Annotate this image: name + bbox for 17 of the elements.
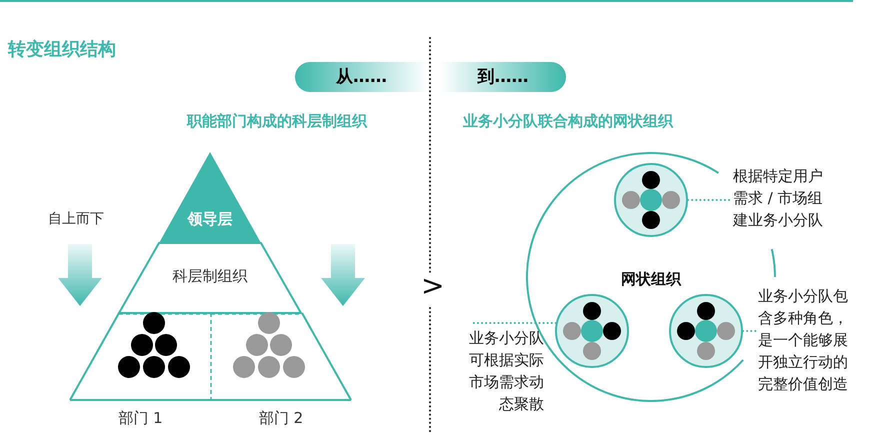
callout-text: 业务小分队可根据实际市场需求动态聚散 <box>468 327 544 415</box>
section-heading: 业务小分队联合构成的网状组织 <box>463 112 673 131</box>
comparison-sign: > <box>421 272 444 300</box>
section-heading: 职能部门构成的科层制组织 <box>187 112 367 131</box>
pill-tab: 从…… <box>295 62 428 92</box>
callout-text: 业务小分队包含多种角色，是一个能够展开独立行动的完整价值创造 <box>758 285 850 395</box>
layer-label: 领导层 <box>186 210 234 229</box>
pill-tab: 到…… <box>440 62 566 92</box>
direction-caption: 自上而下 <box>48 210 104 228</box>
department-label: 部门 1 <box>117 409 164 428</box>
department-label: 部门 2 <box>258 409 304 428</box>
leader-line <box>687 199 733 201</box>
leader-line <box>742 330 758 332</box>
callout-text: 根据特定用户需求 / 市场组建业务小分队 <box>733 165 833 231</box>
network-label: 网状组织 <box>620 270 682 289</box>
page-title: 转变组织结构 <box>8 38 116 61</box>
layer-label: 科层制组织 <box>172 267 248 286</box>
